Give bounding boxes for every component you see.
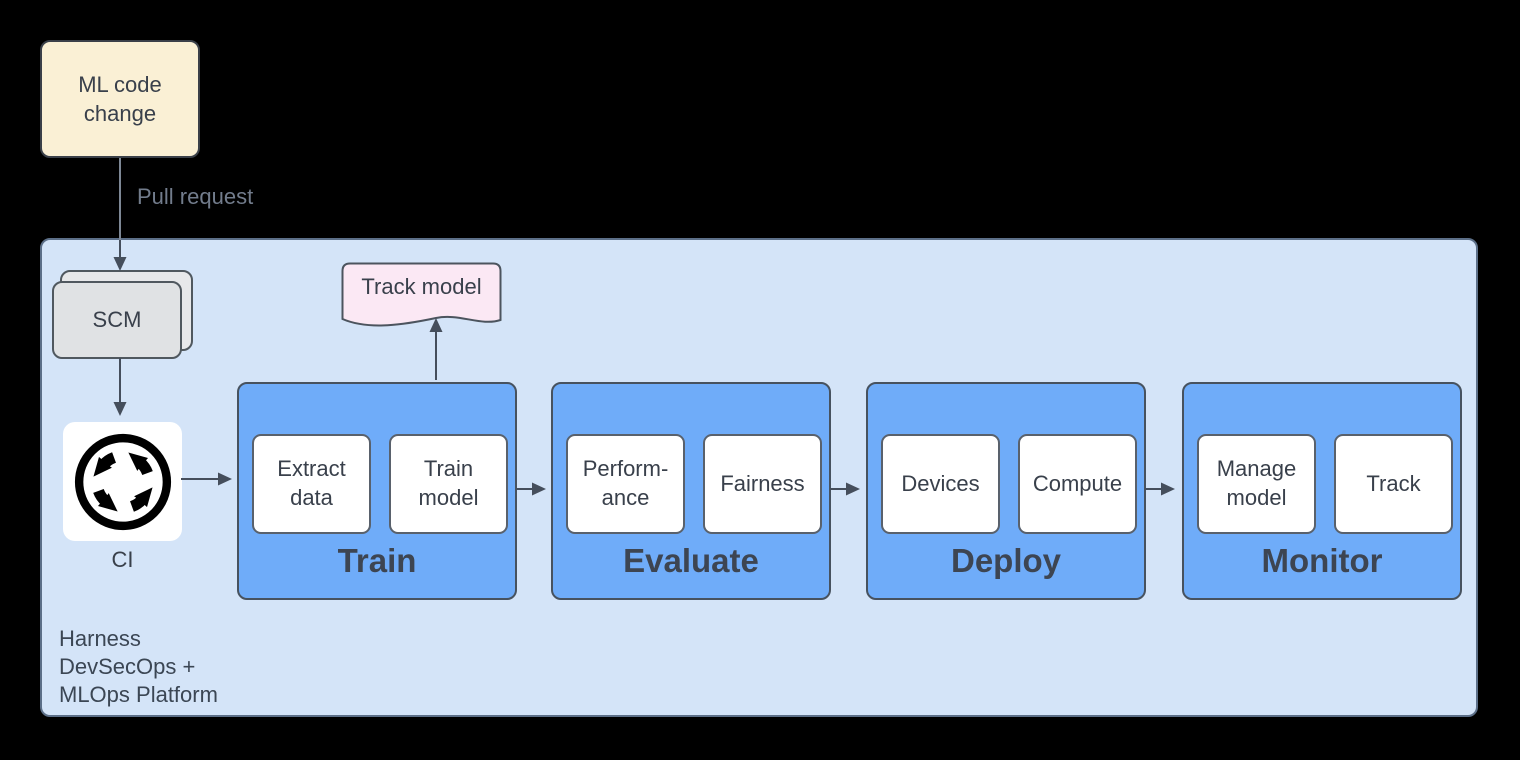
stage-evaluate: Perform- ance Fairness Evaluate: [551, 382, 831, 600]
ci-cycle-icon: [74, 433, 171, 530]
stage-deploy-label: Deploy: [950, 542, 1062, 579]
ml-code-change-node: ML code change: [40, 40, 200, 158]
stage-train: Extract data Train model Train: [237, 382, 517, 600]
stage-monitor-item-track: Track: [1334, 434, 1453, 534]
stage-monitor-label: Monitor: [1261, 542, 1383, 579]
pull-request-edge-label: Pull request: [137, 184, 254, 209]
stage-monitor-item-manage-model: Manage model: [1197, 434, 1316, 534]
scm-node: SCM: [52, 281, 182, 359]
stage-deploy-item-compute: Compute: [1018, 434, 1137, 534]
stage-deploy: Devices Compute Deploy: [866, 382, 1146, 600]
stage-train-label: Train: [337, 542, 417, 579]
stage-deploy-item-devices: Devices: [881, 434, 1000, 534]
platform-container: SCM CI: [40, 238, 1478, 717]
ci-node-label: CI: [111, 547, 134, 572]
stage-evaluate-item-performance: Perform- ance: [566, 434, 685, 534]
ci-node: [63, 422, 182, 541]
stage-evaluate-label: Evaluate: [623, 542, 759, 579]
track-model-node: Track model: [341, 262, 502, 332]
stage-evaluate-item-fairness: Fairness: [703, 434, 822, 534]
track-model-label: Track model: [361, 274, 482, 299]
stage-monitor: Manage model Track Monitor: [1182, 382, 1462, 600]
platform-label: Harness DevSecOps + MLOps Platform: [59, 626, 218, 707]
stage-train-item-extract-data: Extract data: [252, 434, 371, 534]
stage-train-item-train-model: Train model: [389, 434, 508, 534]
